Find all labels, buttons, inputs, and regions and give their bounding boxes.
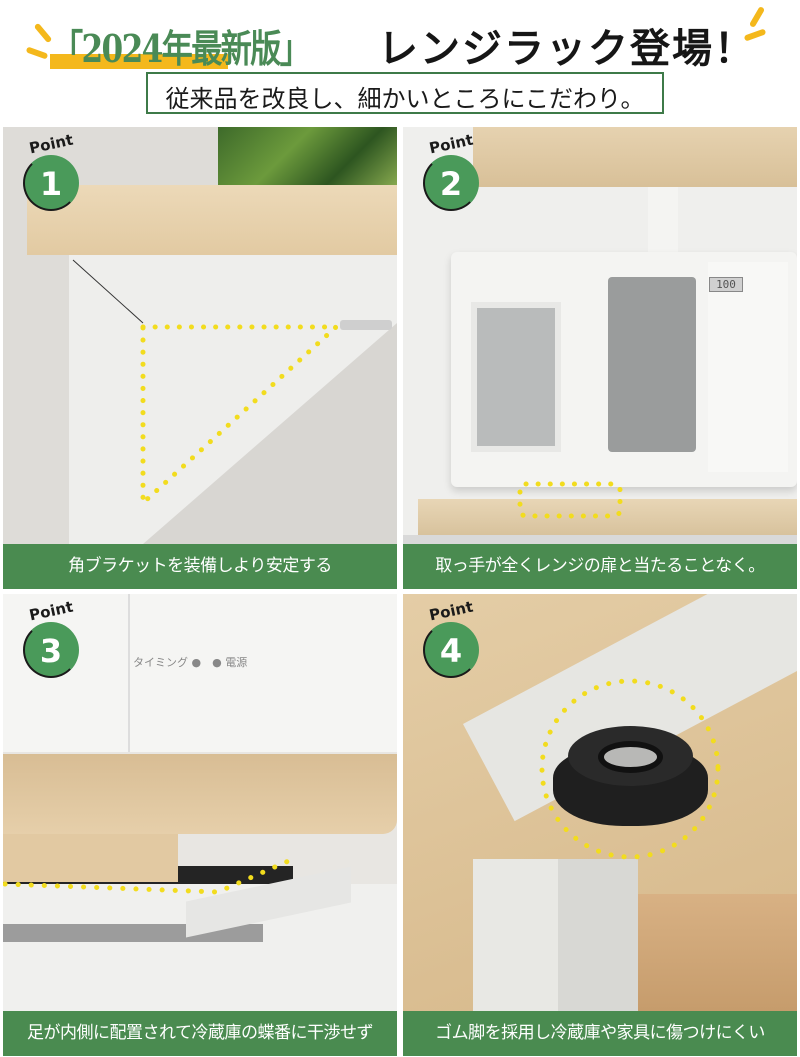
point-number: 1 xyxy=(39,165,63,203)
point-panel-3: タイミング ● ● 電源 Point 3 足が内側に配置されて冷蔵庫の蝶番に干渉… xyxy=(3,594,397,1056)
point-badge: Point 1 xyxy=(19,131,89,215)
point-panel-4: Point 4 ゴム脚を採用し冷蔵庫や家具に傷つけにくい xyxy=(403,594,797,1056)
product-photo-corner-bracket xyxy=(3,127,397,544)
wood-shelf xyxy=(3,754,397,834)
point-number: 3 xyxy=(39,632,63,670)
caption-bar: 足が内側に配置されて冷蔵庫の蝶番に干渉せず xyxy=(3,1011,397,1056)
point-number: 2 xyxy=(439,165,463,203)
point-panel-1: Point 1 角ブラケットを装備しより安定する xyxy=(3,127,397,589)
product-photo-fridge-top: タイミング ● ● 電源 xyxy=(3,594,397,1011)
subtitle: 従来品を改良し、細かいところにこだわり。 xyxy=(165,85,645,113)
rubber-foot xyxy=(553,726,708,826)
point-badge: Point 4 xyxy=(419,598,489,682)
page-title: レンジラック登場！ xyxy=(378,25,756,72)
appliance-label: タイミング ● ● 電源 xyxy=(133,656,248,669)
title-highlight: 「2024年最新版」 xyxy=(52,26,311,71)
foot-highlight-dots xyxy=(539,678,721,860)
caption-bar: ゴム脚を採用し冷蔵庫や家具に傷つけにくい xyxy=(403,1011,797,1056)
caption-bar: 取っ手が全くレンジの扉と当たることなく。 xyxy=(403,544,797,589)
caption-bar: 角ブラケットを装備しより安定する xyxy=(3,544,397,589)
header-banner: 「2024年最新版」 レンジラック登場！ 従来品を改良し、細かいところにこだわり… xyxy=(0,0,800,122)
upper-shelf xyxy=(473,127,797,187)
point-badge: Point 2 xyxy=(419,131,489,215)
subtitle-box: 従来品を改良し、細かいところにこだわり。 xyxy=(146,72,664,114)
bracket-highlight-dots xyxy=(72,259,392,509)
plant-image xyxy=(218,127,397,185)
point-badge: Point 3 xyxy=(19,598,89,682)
microwave-front xyxy=(3,594,397,752)
microwave-display: 100 xyxy=(709,277,743,292)
wood-tray xyxy=(418,499,797,539)
title-highlight-bar xyxy=(50,54,228,69)
wood-shelf xyxy=(27,185,397,255)
point-panel-2: 100 Point 2 取っ手が全くレンジの扉と当たることなく。 xyxy=(403,127,797,589)
point-number: 4 xyxy=(439,632,463,670)
handle-highlight-dots xyxy=(517,481,623,519)
